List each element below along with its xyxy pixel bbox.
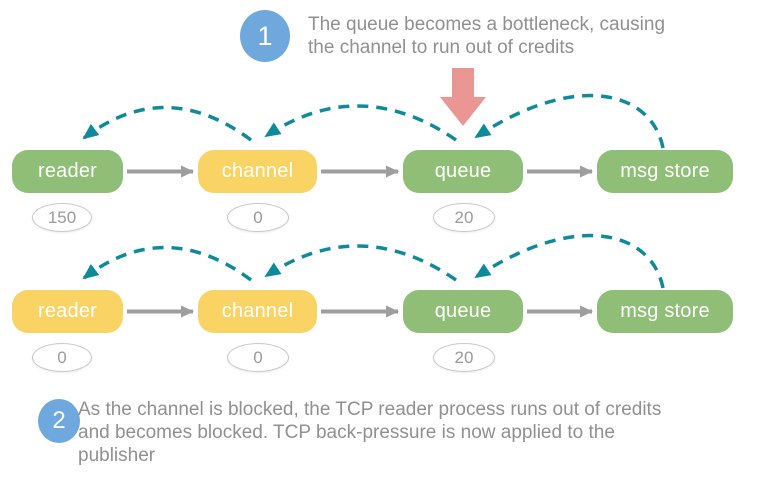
node-label: msg store xyxy=(620,160,710,182)
node-channel-row-2: channel xyxy=(198,290,317,333)
credit-arc-channel-to-reader xyxy=(82,105,253,142)
node-msgstore-row-2: msg store xyxy=(597,290,733,333)
credit-arc-channel-to-reader xyxy=(82,245,253,282)
annotation-1-text: The queue becomes a bottleneck, causing … xyxy=(308,13,665,59)
node-reader-row-2: reader xyxy=(12,290,123,333)
credit-arc-msgstore-to-queue xyxy=(474,93,665,149)
credit-arc-msgstore-to-queue xyxy=(474,233,665,289)
credit-value: 0 xyxy=(57,347,67,367)
credit-value: 20 xyxy=(454,347,474,367)
step-badge-1: 1 xyxy=(240,10,290,62)
credit-arcs-row-2 xyxy=(82,233,665,289)
credit-count-reader-row-2: 0 xyxy=(32,343,92,372)
credit-arc-queue-to-channel xyxy=(264,244,457,282)
credit-value: 150 xyxy=(47,207,77,227)
node-label: reader xyxy=(37,300,97,322)
annotation-2-text: As the channel is blocked, the TCP reade… xyxy=(78,398,661,467)
credit-arcs-row-1 xyxy=(82,93,665,149)
credit-count-reader-row-1: 150 xyxy=(32,203,92,232)
node-queue-row-1: queue xyxy=(403,150,523,193)
node-label: channel xyxy=(221,160,294,182)
annotation-line: the channel to run out of credits xyxy=(308,37,575,58)
node-label: queue xyxy=(434,300,492,322)
credit-value: 0 xyxy=(253,347,263,367)
node-queue-row-2: queue xyxy=(403,290,523,333)
credit-count-channel-row-2: 0 xyxy=(227,343,289,372)
step-badge-2: 2 xyxy=(38,399,80,443)
node-label: channel xyxy=(221,300,294,322)
node-msgstore-row-1: msg store xyxy=(597,150,733,193)
node-channel-row-1: channel xyxy=(198,150,317,193)
bottleneck-arrow-icon xyxy=(440,68,486,126)
node-label: queue xyxy=(434,160,492,182)
credit-count-queue-row-2: 20 xyxy=(433,343,495,372)
step-number: 1 xyxy=(257,20,273,51)
credit-count-queue-row-1: 20 xyxy=(433,203,495,232)
annotation-line: publisher xyxy=(78,445,156,466)
node-label: msg store xyxy=(620,300,710,322)
credit-value: 0 xyxy=(253,207,263,227)
annotation-line: As the channel is blocked, the TCP reade… xyxy=(78,399,662,420)
annotation-line: and becomes blocked. TCP back-pressure i… xyxy=(78,422,615,443)
credit-value: 20 xyxy=(454,207,474,227)
step-number: 2 xyxy=(52,407,66,434)
credit-arc-queue-to-channel xyxy=(264,104,457,142)
node-label: reader xyxy=(37,160,97,182)
credit-count-channel-row-1: 0 xyxy=(227,203,289,232)
annotation-line: The queue becomes a bottleneck, causing xyxy=(308,14,666,35)
node-reader-row-1: reader xyxy=(12,150,123,193)
